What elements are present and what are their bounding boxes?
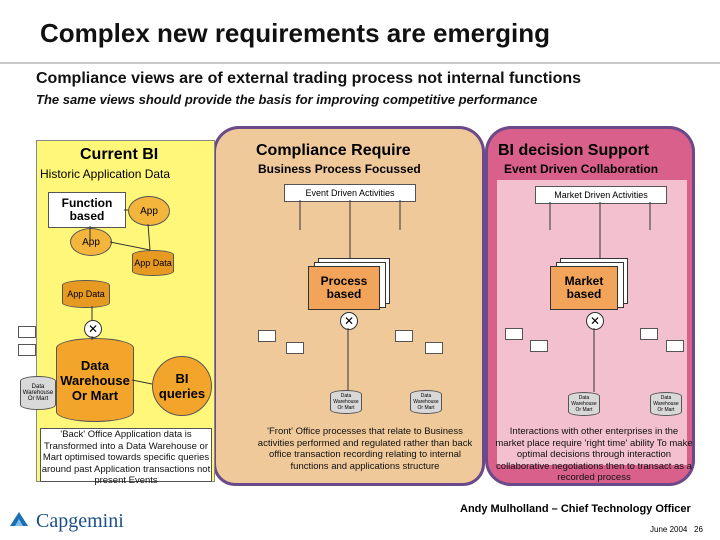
slide-subtitle: Compliance views are of external trading… <box>36 70 582 87</box>
current-bi-subheading: Historic Application Data <box>40 167 171 181</box>
author-credit: Andy Mulholland – Chief Technology Offic… <box>460 503 691 515</box>
bi-support-heading: BI decision Support <box>498 142 650 159</box>
warehouse-cylinder: Data Warehouse Or Mart <box>410 390 442 414</box>
app-data-cylinder: App Data <box>62 280 110 308</box>
transform-icon: ✕ <box>340 312 358 330</box>
mini-app-box <box>425 342 443 354</box>
mini-app-box <box>666 340 684 352</box>
compliance-note: 'Front' Office processes that relate to … <box>257 426 473 472</box>
mini-app-box <box>395 330 413 342</box>
transform-icon: ✕ <box>84 320 102 338</box>
small-warehouse-cylinder: Data Warehouse Or Mart <box>20 376 56 410</box>
slide-title: Complex new requirements are emerging <box>40 18 551 48</box>
slide-tagline: The same views should provide the basis … <box>36 92 538 107</box>
app-node: App <box>128 196 170 226</box>
market-based-box: Market based <box>550 266 618 310</box>
function-based-box: Function based <box>48 192 126 228</box>
footer-date: June 2004 <box>650 525 688 534</box>
app-data-cylinder: App Data <box>132 250 174 276</box>
mini-app-box <box>505 328 523 340</box>
title-divider <box>0 62 720 64</box>
process-based-box: Process based <box>308 266 380 310</box>
market-driven-box: Market Driven Activities <box>535 186 667 204</box>
bi-support-subheading: Event Driven Collaboration <box>504 162 659 176</box>
transform-icon: ✕ <box>586 312 604 330</box>
capgemini-logo-icon <box>8 510 30 528</box>
mini-app-box <box>18 326 36 338</box>
mini-app-box <box>530 340 548 352</box>
mini-app-box <box>286 342 304 354</box>
mini-app-box <box>18 344 36 356</box>
compliance-subheading: Business Process Focussed <box>258 162 421 176</box>
current-bi-note: 'Back' Office Application data is Transf… <box>40 428 212 486</box>
warehouse-cylinder: Data Warehouse Or Mart <box>330 390 362 414</box>
capgemini-logo: Capgemini <box>36 510 124 532</box>
page-number: 26 <box>694 525 703 534</box>
current-bi-heading: Current BI <box>80 146 159 163</box>
mini-app-box <box>640 328 658 340</box>
data-warehouse-cylinder: Data Warehouse Or Mart <box>56 338 134 422</box>
warehouse-cylinder: Data Warehouse Or Mart <box>568 392 600 416</box>
app-node: App <box>70 228 112 256</box>
mini-app-box <box>258 330 276 342</box>
warehouse-cylinder: Data Warehouse Or Mart <box>650 392 682 416</box>
bi-support-note: Interactions with other enterprises in t… <box>495 426 693 483</box>
bi-queries-circle: BI queries <box>152 356 212 416</box>
compliance-heading: Compliance Require <box>256 142 411 159</box>
